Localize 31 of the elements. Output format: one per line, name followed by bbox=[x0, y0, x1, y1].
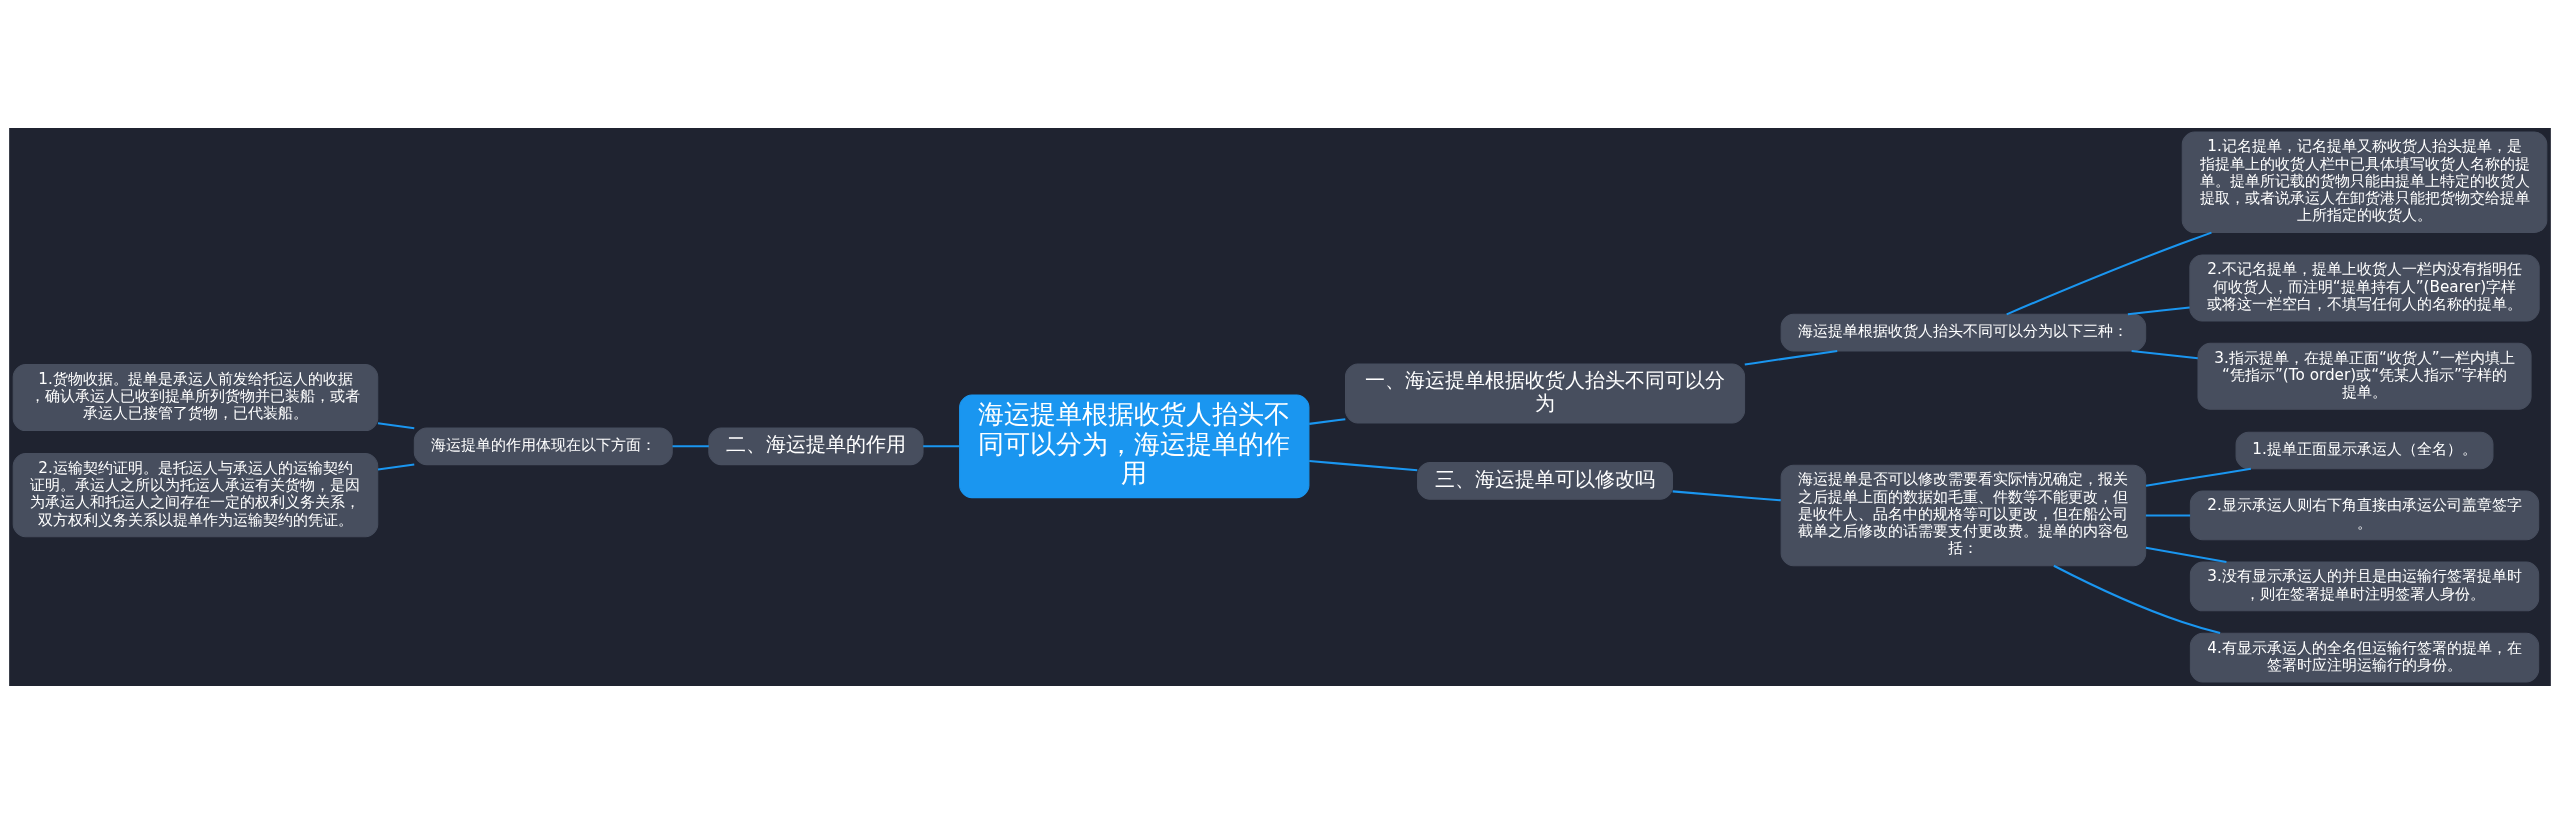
node-box: 海运提单根据收货人抬头不同可以分为，海运提单的作用 bbox=[959, 394, 1310, 498]
connector bbox=[2127, 305, 2190, 315]
connector bbox=[2145, 513, 2191, 516]
connector bbox=[2145, 467, 2252, 487]
node-box: 2.不记名提单，提单上收货人一栏内没有指明任何收货人，而注明“提单持有人”(Bearer)字样或将这一栏空白，不填写任何人的名称的提单。 bbox=[2189, 253, 2540, 321]
node-box: 1.货物收据。提单是承运人前发给托运人的收据，确认承运人已收到提单所列货物并已装船，或者承运人已接管了货物，已代装船。 bbox=[12, 363, 379, 431]
connector bbox=[377, 462, 415, 470]
node-box: 1.记名提单，记名提单又称收货人抬头提单，是指提单上的收货人栏中已具体填写收货人名称的提单。提单所记载的货物只能由提单上特定的收货人提取，或者说承运人在卸货港只能把货物交给提单上所指定的收货人。 bbox=[2181, 131, 2548, 233]
connector bbox=[2006, 231, 2212, 315]
node-box: 3.指示提单，在提单正面“收货人”一栏内填上“凭指示”(To order)或“凭某人指示”字样的提单。 bbox=[2197, 342, 2532, 410]
connector bbox=[1309, 459, 1418, 471]
node-box: 2.显示承运人则右下角直接由承运公司盖章签字。 bbox=[2189, 490, 2540, 540]
node-box: 3.没有显示承运人的并且是由运输行签署提单时，则在签署提单时注明签署人身份。 bbox=[2189, 561, 2540, 611]
connector bbox=[672, 444, 709, 447]
node-box: 海运提单的作用体现在以下方面： bbox=[413, 427, 673, 465]
connector bbox=[1309, 417, 1346, 425]
node-box: 1.提单正面显示承运人（全名）。 bbox=[2235, 431, 2494, 469]
node-box: 三、海运提单可以修改吗 bbox=[1417, 461, 1673, 500]
node-box: 2.运输契约证明。是托运人与承运人的运输契约证明。承运人之所以为托运人承运有关货物，是因为承运人和托运人之间存在一定的权利义务关系，双方权利义务关系以提单作为运输契约的凭证。 bbox=[12, 452, 379, 537]
connector bbox=[923, 444, 960, 447]
connector bbox=[377, 421, 415, 429]
node-box: 二、海运提单的作用 bbox=[708, 427, 924, 465]
node-box: 一、海运提单根据收货人抬头不同可以分为 bbox=[1345, 363, 1746, 423]
node-box: 4.有显示承运人的全名但运输行签署的提单，在签署时应注明运输行的身份。 bbox=[2189, 632, 2540, 682]
connector bbox=[2145, 546, 2227, 563]
connector bbox=[2131, 349, 2198, 359]
connector bbox=[2053, 564, 2221, 634]
node-box: 海运提单根据收货人抬头不同可以分为以下三种： bbox=[1780, 313, 2147, 351]
connector bbox=[1744, 349, 1838, 365]
node-box: 海运提单是否可以修改需要看实际情况确定，报关之后提单上面的数据如毛重、件数等不能更改，但是收件人、品名中的规格等可以更改，但在船公司截单之后修改的话需要支付更改费。提单的内容包括： bbox=[1780, 464, 2147, 566]
connector bbox=[1672, 489, 1781, 501]
